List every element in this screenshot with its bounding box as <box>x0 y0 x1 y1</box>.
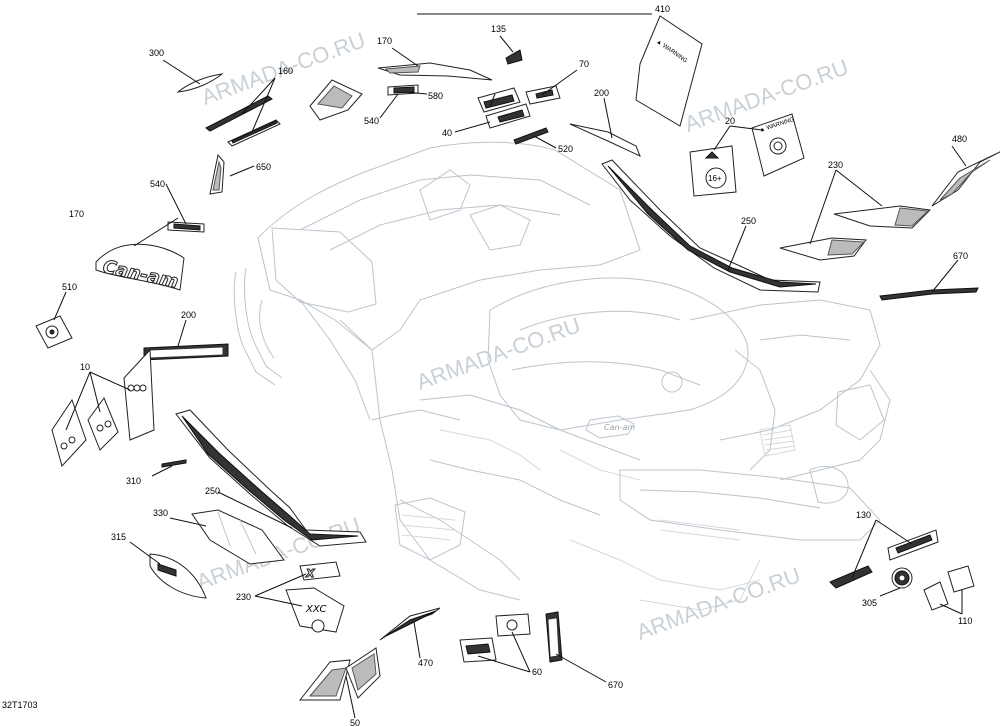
decal-110 <box>923 565 975 611</box>
decal-10-group <box>51 348 155 467</box>
drawing-code: 32T1703 <box>2 700 38 710</box>
callout-135: 135 <box>491 24 506 34</box>
decal-135 <box>505 49 523 65</box>
svg-text:16+: 16+ <box>708 174 722 183</box>
decal-130 <box>829 529 939 589</box>
callout-50: 50 <box>350 718 360 727</box>
callout-480: 480 <box>952 134 967 144</box>
callout-20: 20 <box>725 116 735 126</box>
svg-text:XXC: XXC <box>305 604 327 615</box>
callout-410: 410 <box>655 4 670 14</box>
decal-250-top <box>601 159 821 293</box>
decal-510 <box>35 315 73 349</box>
decal-330 <box>191 509 285 565</box>
svg-text:Can-am: Can-am <box>604 423 635 432</box>
callout-580: 580 <box>428 91 443 101</box>
callout-230-left: 230 <box>236 592 251 602</box>
callout-200-top: 200 <box>594 88 609 98</box>
decal-305 <box>891 567 913 589</box>
callout-670-bottom: 670 <box>608 680 623 690</box>
callout-315: 315 <box>111 532 126 542</box>
callout-540-left: 540 <box>150 179 165 189</box>
decal-160-a <box>205 95 273 132</box>
callout-60: 60 <box>532 667 542 677</box>
callout-470: 470 <box>418 658 433 668</box>
callout-310: 310 <box>126 476 141 486</box>
decal-60 <box>459 613 531 663</box>
decal-20-age: 16+ <box>689 145 737 197</box>
decal-20-warning: ▲ WARNING <box>751 113 805 177</box>
decal-parts: ▲ WARNING ▲ WARNING 16+ <box>35 15 1000 701</box>
callout-250-top: 250 <box>741 216 756 226</box>
leader-lines <box>53 13 967 719</box>
callout-330: 330 <box>153 508 168 518</box>
decal-520 <box>513 127 549 145</box>
callout-520: 520 <box>558 144 573 154</box>
callout-160: 160 <box>278 66 293 76</box>
callout-650: 650 <box>256 162 271 172</box>
callout-110: 110 <box>958 616 972 626</box>
decal-230-left: X XXC <box>285 561 345 633</box>
callout-170-top: 170 <box>377 36 392 46</box>
callout-200-left: 200 <box>181 310 196 320</box>
watermarks: ARMADA-CO.RU ARMADA-CO.RU ARMADA-CO.RU A… <box>193 27 852 644</box>
callout-170-left: 170 <box>69 209 84 219</box>
callout-510: 510 <box>62 282 77 292</box>
callout-300: 300 <box>149 48 164 58</box>
decal-170-logo: Can-am <box>95 243 185 293</box>
callout-670-right: 670 <box>953 251 968 261</box>
watermark-3: ARMADA-CO.RU <box>413 312 584 394</box>
decal-300 <box>176 73 224 93</box>
decal-670-right <box>879 287 979 301</box>
decal-50 <box>298 647 381 701</box>
callout-130: 130 <box>856 510 871 520</box>
callout-10: 10 <box>80 362 90 372</box>
decal-200-left <box>143 343 229 361</box>
callout-40: 40 <box>442 128 452 138</box>
callout-250-left: 250 <box>205 486 220 496</box>
decal-410: ▲ WARNING <box>635 15 703 127</box>
callout-540-top: 540 <box>364 116 379 126</box>
callout-70: 70 <box>579 59 589 69</box>
callout-305: 305 <box>862 598 877 608</box>
decal-310 <box>161 459 187 468</box>
svg-text:X: X <box>305 567 315 580</box>
callout-labels: 300 160 170 135 580 70 410 540 650 40 52… <box>62 4 972 727</box>
decal-315 <box>149 553 207 599</box>
callout-230-right: 230 <box>828 160 843 170</box>
decal-200-top <box>569 123 641 157</box>
decal-250-left <box>175 409 367 547</box>
seat-logo: Can-am <box>585 415 635 439</box>
vehicle-ghost-outline: Can-am <box>233 141 891 611</box>
